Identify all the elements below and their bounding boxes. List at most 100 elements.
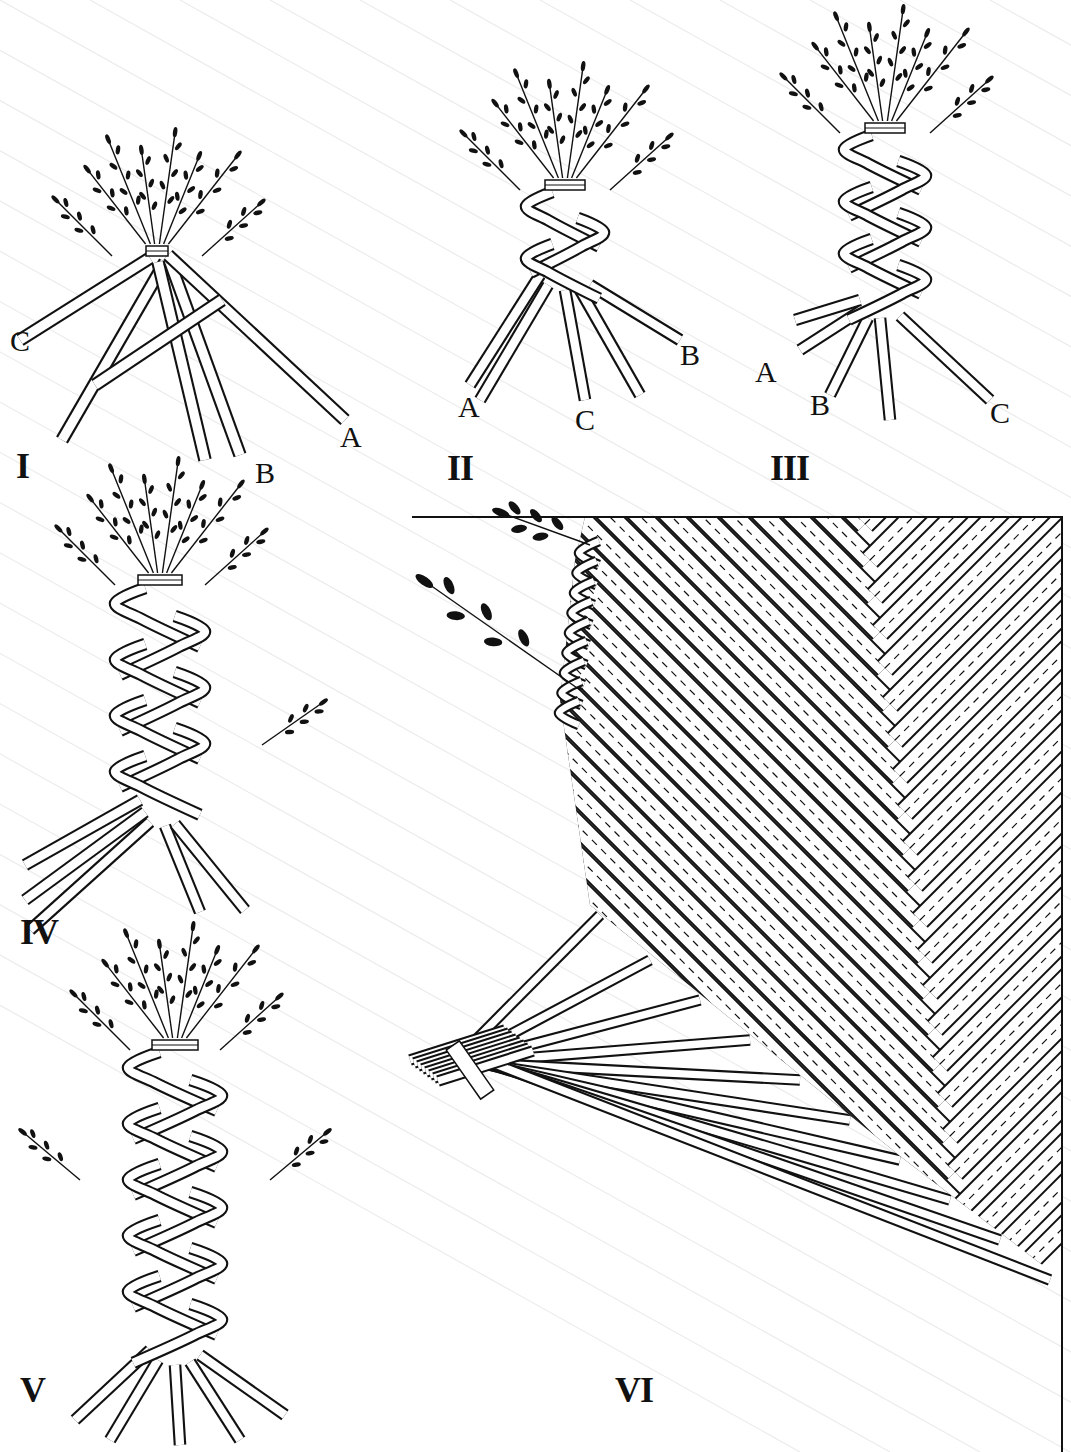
straw-outline [830,318,868,395]
wheat-grain [162,509,170,519]
plait-band-outline [860,88,1071,488]
straw [200,1355,285,1415]
straw-outline [168,255,345,420]
wheat-grain [216,984,222,994]
straw [880,318,890,420]
wheat-grain [500,121,510,129]
wheat-grain [125,170,131,180]
plait-band-texture [400,28,860,488]
straw-outline [115,756,200,815]
wheat-stalk [58,528,115,585]
plait-band-texture [860,88,1071,488]
wheat-grain [863,72,869,82]
binding-tie-line [138,580,182,581]
wheat-grain [110,981,120,989]
wheat-grain [900,4,906,15]
wheat-grain [482,161,492,168]
wheat-stalk [576,89,646,178]
wheat-grain [85,493,95,504]
wheat-grain [29,1129,36,1139]
wheat-stalk [516,73,558,178]
wheat-grain [78,1007,88,1014]
wheat-grain [961,27,971,38]
wheat-grain [302,703,310,713]
wheat-stalk [262,702,323,745]
wheat-grain [240,206,247,216]
wheat-grain [274,991,285,1001]
wheat-grain [923,27,931,38]
wheat-grain [17,1127,28,1137]
wheat-grain [109,534,119,542]
wheat-grain [122,516,132,525]
plait-band-outline [870,160,1071,560]
plait-band [410,100,870,560]
plait-band-texture [510,820,970,1280]
wheat-stalk [171,484,241,573]
wheat-stalk [182,950,218,1038]
background-line [90,0,1071,1452]
wheat-grain [126,535,132,545]
wheat-grain [122,928,130,939]
plait-band-texture [385,0,845,380]
plait-band-outline [365,0,825,236]
wheat-grain [53,523,63,533]
wheat-grain [138,191,147,201]
wheat-grain [837,65,843,75]
wheat-grain [603,142,613,150]
plait-band-texture [820,0,1071,200]
wheat-grain [201,519,207,529]
plait-band [830,0,1071,272]
wheat-stalk [424,581,580,690]
wheat-grain [63,542,73,549]
straw-outline [590,285,680,340]
plait-band-texture [500,748,960,1208]
wheat-grain [212,186,222,194]
wheat-grain [138,144,144,155]
wheat-grain [293,1146,300,1156]
wheat-grain [242,1029,252,1035]
straw-outline [559,701,579,725]
plait-band [505,784,965,1244]
binding-tie [146,246,168,256]
wheat-grain [894,72,903,82]
wheat-grain [543,129,549,139]
wheat-grain [81,992,88,1002]
figure-number: III [770,450,809,486]
wheat-grain [866,68,875,78]
wheat-grain [76,211,83,221]
plait-band [870,160,1071,560]
wheat-grain [159,180,167,190]
strand-letter: C [575,405,595,435]
straw [175,824,245,910]
wheat-grain [543,102,552,112]
wheat-grain [108,162,118,171]
plait-band-outline [495,712,955,1172]
plait-band [510,820,970,1280]
wheat-grain [77,556,87,563]
wheat-grain [802,104,812,111]
straw-outline [565,290,585,400]
wheat-grain [196,1000,206,1009]
plait-band-texture [825,0,1071,236]
wheat-grain [911,47,917,57]
plait-band [810,0,1071,128]
wheat-grain [879,78,887,88]
straw-outline [175,1365,180,1445]
wheat-grain [632,169,642,175]
plait-band-outline [385,0,845,380]
plait-band-outline [855,52,1071,452]
straw [480,285,548,400]
wheat-grain [957,42,967,50]
bundle-tie [446,1041,494,1099]
wheat-grain [498,159,505,169]
plait-band-outline [975,916,1071,1316]
wheat-grain [778,71,788,81]
wheat-grain [843,22,849,32]
plait-band-texture [485,640,945,1100]
plait-band-outline [845,0,1071,380]
wheat-grain [154,530,162,540]
wheat-grain [162,153,170,163]
